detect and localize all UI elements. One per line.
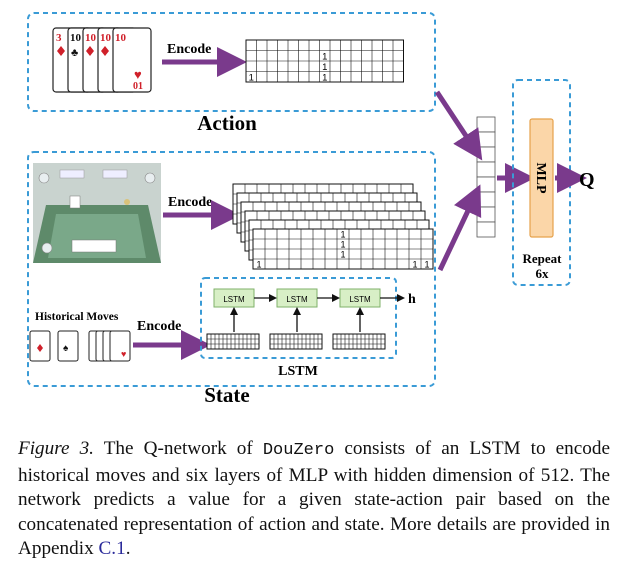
concat-vector-cell [476,191,496,208]
card-rank-5: 10 [115,32,127,44]
diamond-suit-icon-2 [86,46,94,56]
game-screenshot [33,163,161,263]
card-bottom-rank: 01 [133,81,143,92]
action-to-concat-arrow [434,90,483,161]
appendix-link[interactable]: C.1 [98,538,126,560]
encode-label-history: Encode [137,319,181,334]
svg-text:♥: ♥ [121,349,126,359]
mlp-label: MLP [533,162,548,194]
caption-text-3: . [125,538,131,560]
matrix-one: 1 [340,240,345,250]
svg-text:♠: ♠ [63,343,69,354]
concat-vector [476,116,496,238]
action-cards: 3 10 10 10 10 ♣ ♥ 01 [52,27,152,93]
card-rank-3: 10 [85,32,97,44]
matrix-one: 1 [322,62,327,73]
matrix-one: 1 [412,260,417,270]
lstm-input-grids [206,333,386,350]
matrix-one: 1 [322,52,327,63]
system-name: DouZero [262,441,335,460]
state-to-concat-arrow [437,184,482,272]
club-suit-icon: ♣ [71,47,78,59]
historical-move-cards: ♠ ♥ [29,330,131,362]
concat-vector-cell [476,131,496,148]
figure-label: Figure 3. [18,438,94,459]
lstm-cell-1-label: LSTM [223,295,245,304]
action-box [27,12,436,112]
caption-text-1: The Q-network of [93,438,263,459]
lstm-cells: LSTM LSTM LSTM h [213,288,416,332]
lstm-block [200,277,397,359]
matrix-one: 1 [322,73,327,84]
state-box-label: State [204,383,250,407]
concat-vector-cell [476,206,496,223]
card-rank-2: 10 [70,32,82,44]
diamond-suit-icon-3 [101,46,109,56]
lstm-input-grid-2 [269,333,323,350]
concat-vector-cell [476,161,496,178]
concat-vector-cell [476,146,496,163]
historical-moves-label: Historical Moves [35,311,119,323]
concat-vector-cell [476,116,496,133]
lstm-input-grid-3 [332,333,386,350]
heart-suit-icon: ♥ [134,67,142,82]
matrix-one: 1 [340,230,345,240]
figure-caption: Figure 3. The Q-network of DouZero consi… [18,437,610,562]
matrix-one: 1 [340,250,345,260]
card-rank-4: 10 [100,32,112,44]
matrix-one: 1 [424,260,429,270]
mlp-block [529,118,554,238]
caption-text-2: consists of an LSTM to encode historical… [18,438,610,560]
action-box-label: Action [197,111,257,135]
state-box [27,151,436,387]
lstm-block-label: LSTM [278,364,318,379]
card-rank-1: 3 [56,32,62,44]
lstm-cell-3-label: LSTM [349,295,371,304]
encode-label-state: Encode [168,195,212,210]
repeat-label: Repeat [523,251,563,266]
repeat-box [512,79,571,286]
repeat-count: 6x [536,266,550,281]
q-output-label: Q [579,169,595,191]
lstm-input-grid-1 [206,333,260,350]
concat-vector-cell [476,221,496,238]
matrix-one: 1 [256,260,261,270]
lstm-output-label: h [408,292,416,307]
diamond-suit-icon [57,46,65,56]
lstm-cell-2-label: LSTM [286,295,308,304]
concat-vector-cell [476,176,496,193]
encode-label-action: Encode [167,42,211,57]
matrix-one: 1 [249,73,254,84]
